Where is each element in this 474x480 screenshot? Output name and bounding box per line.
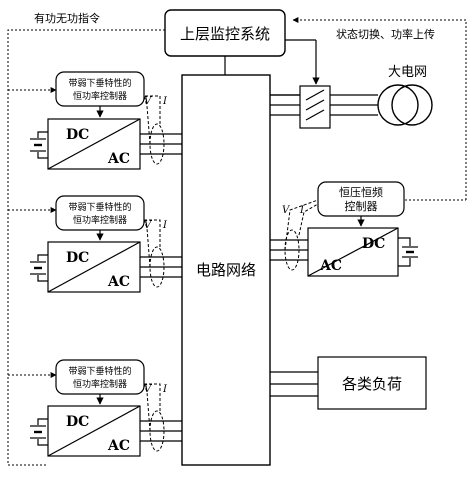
measurement-1 [143, 95, 165, 165]
network-label: 电路网络 [196, 261, 256, 279]
measurement-vf [284, 199, 319, 271]
battery-vf [398, 237, 418, 267]
cmd-right-label: 状态切换、功率上传 [336, 27, 435, 41]
ac-lines-1 [140, 133, 182, 155]
meas-1-v: V [144, 96, 153, 107]
meas-vf-v: V [282, 205, 291, 216]
top-system-label: 上层监控系统 [180, 25, 270, 43]
grid-label: 大电网 [388, 65, 427, 80]
vf-unit: 恒压恒频 控制器 DC AC V I [270, 181, 418, 277]
grid-tie-lines [270, 94, 378, 116]
vf-controller-line2: 控制器 [345, 199, 378, 213]
cmd-left-label: 有功无功指令 [34, 11, 100, 25]
converter-3-dc: DC [66, 414, 89, 430]
loads-block: 各类负荷 [270, 356, 427, 410]
meas-2-i: I [162, 220, 168, 231]
loads-label: 各类负荷 [342, 375, 402, 393]
ac-lines-vf [270, 239, 308, 261]
status-bus-right [292, 17, 467, 201]
ac-lines-3 [140, 420, 182, 442]
droop-controller-3-line2: 恒功率控制器 [73, 378, 127, 390]
measurement-3 [143, 383, 165, 452]
droop-controller-2-line2: 恒功率控制器 [73, 214, 127, 226]
ac-lines-2 [140, 256, 182, 278]
vf-controller-line1: 恒压恒频 [339, 185, 383, 199]
meas-3-i: I [162, 384, 168, 395]
converter-1-dc: DC [66, 127, 89, 143]
droop-controller-1-line2: 恒功率控制器 [73, 90, 127, 102]
measurement-2 [143, 219, 165, 288]
circuit-network: 电路网络 [181, 74, 271, 466]
battery-1 [30, 131, 48, 159]
command-arrows-left [8, 87, 57, 378]
dg-unit-1: 带弱下垂特性的 恒功率控制器 DC AC V I [30, 71, 182, 170]
converter-2-ac: AC [107, 274, 130, 290]
converter-vf-dc: DC [362, 236, 385, 252]
battery-3 [30, 418, 48, 446]
load-lines [270, 371, 318, 397]
converter-3-ac: AC [107, 438, 130, 454]
dg-unit-3: 带弱下垂特性的 恒功率控制器 DC AC V I [30, 359, 182, 457]
transformer-icon [377, 84, 433, 126]
grid-switch [299, 85, 331, 129]
dg-unit-2: 带弱下垂特性的 恒功率控制器 DC AC V I [30, 195, 182, 293]
converter-1-ac: AC [107, 151, 130, 167]
droop-controller-3-line1: 带弱下垂特性的 [68, 365, 131, 377]
meas-1-i: I [162, 96, 168, 107]
droop-controller-1-line1: 带弱下垂特性的 [68, 77, 131, 89]
switch-contacts [305, 89, 325, 121]
converter-2-dc: DC [66, 250, 89, 266]
meas-vf-i: I [299, 205, 305, 216]
grid-connection: 大电网 [224, 39, 433, 129]
top-supervisory-system: 上层监控系统 [164, 9, 286, 57]
droop-controller-2-line1: 带弱下垂特性的 [68, 201, 131, 213]
meas-3-v: V [144, 384, 153, 395]
converter-vf-ac: AC [319, 258, 342, 274]
loads-box [317, 356, 427, 410]
meas-2-v: V [144, 220, 153, 231]
battery-2 [30, 254, 48, 282]
